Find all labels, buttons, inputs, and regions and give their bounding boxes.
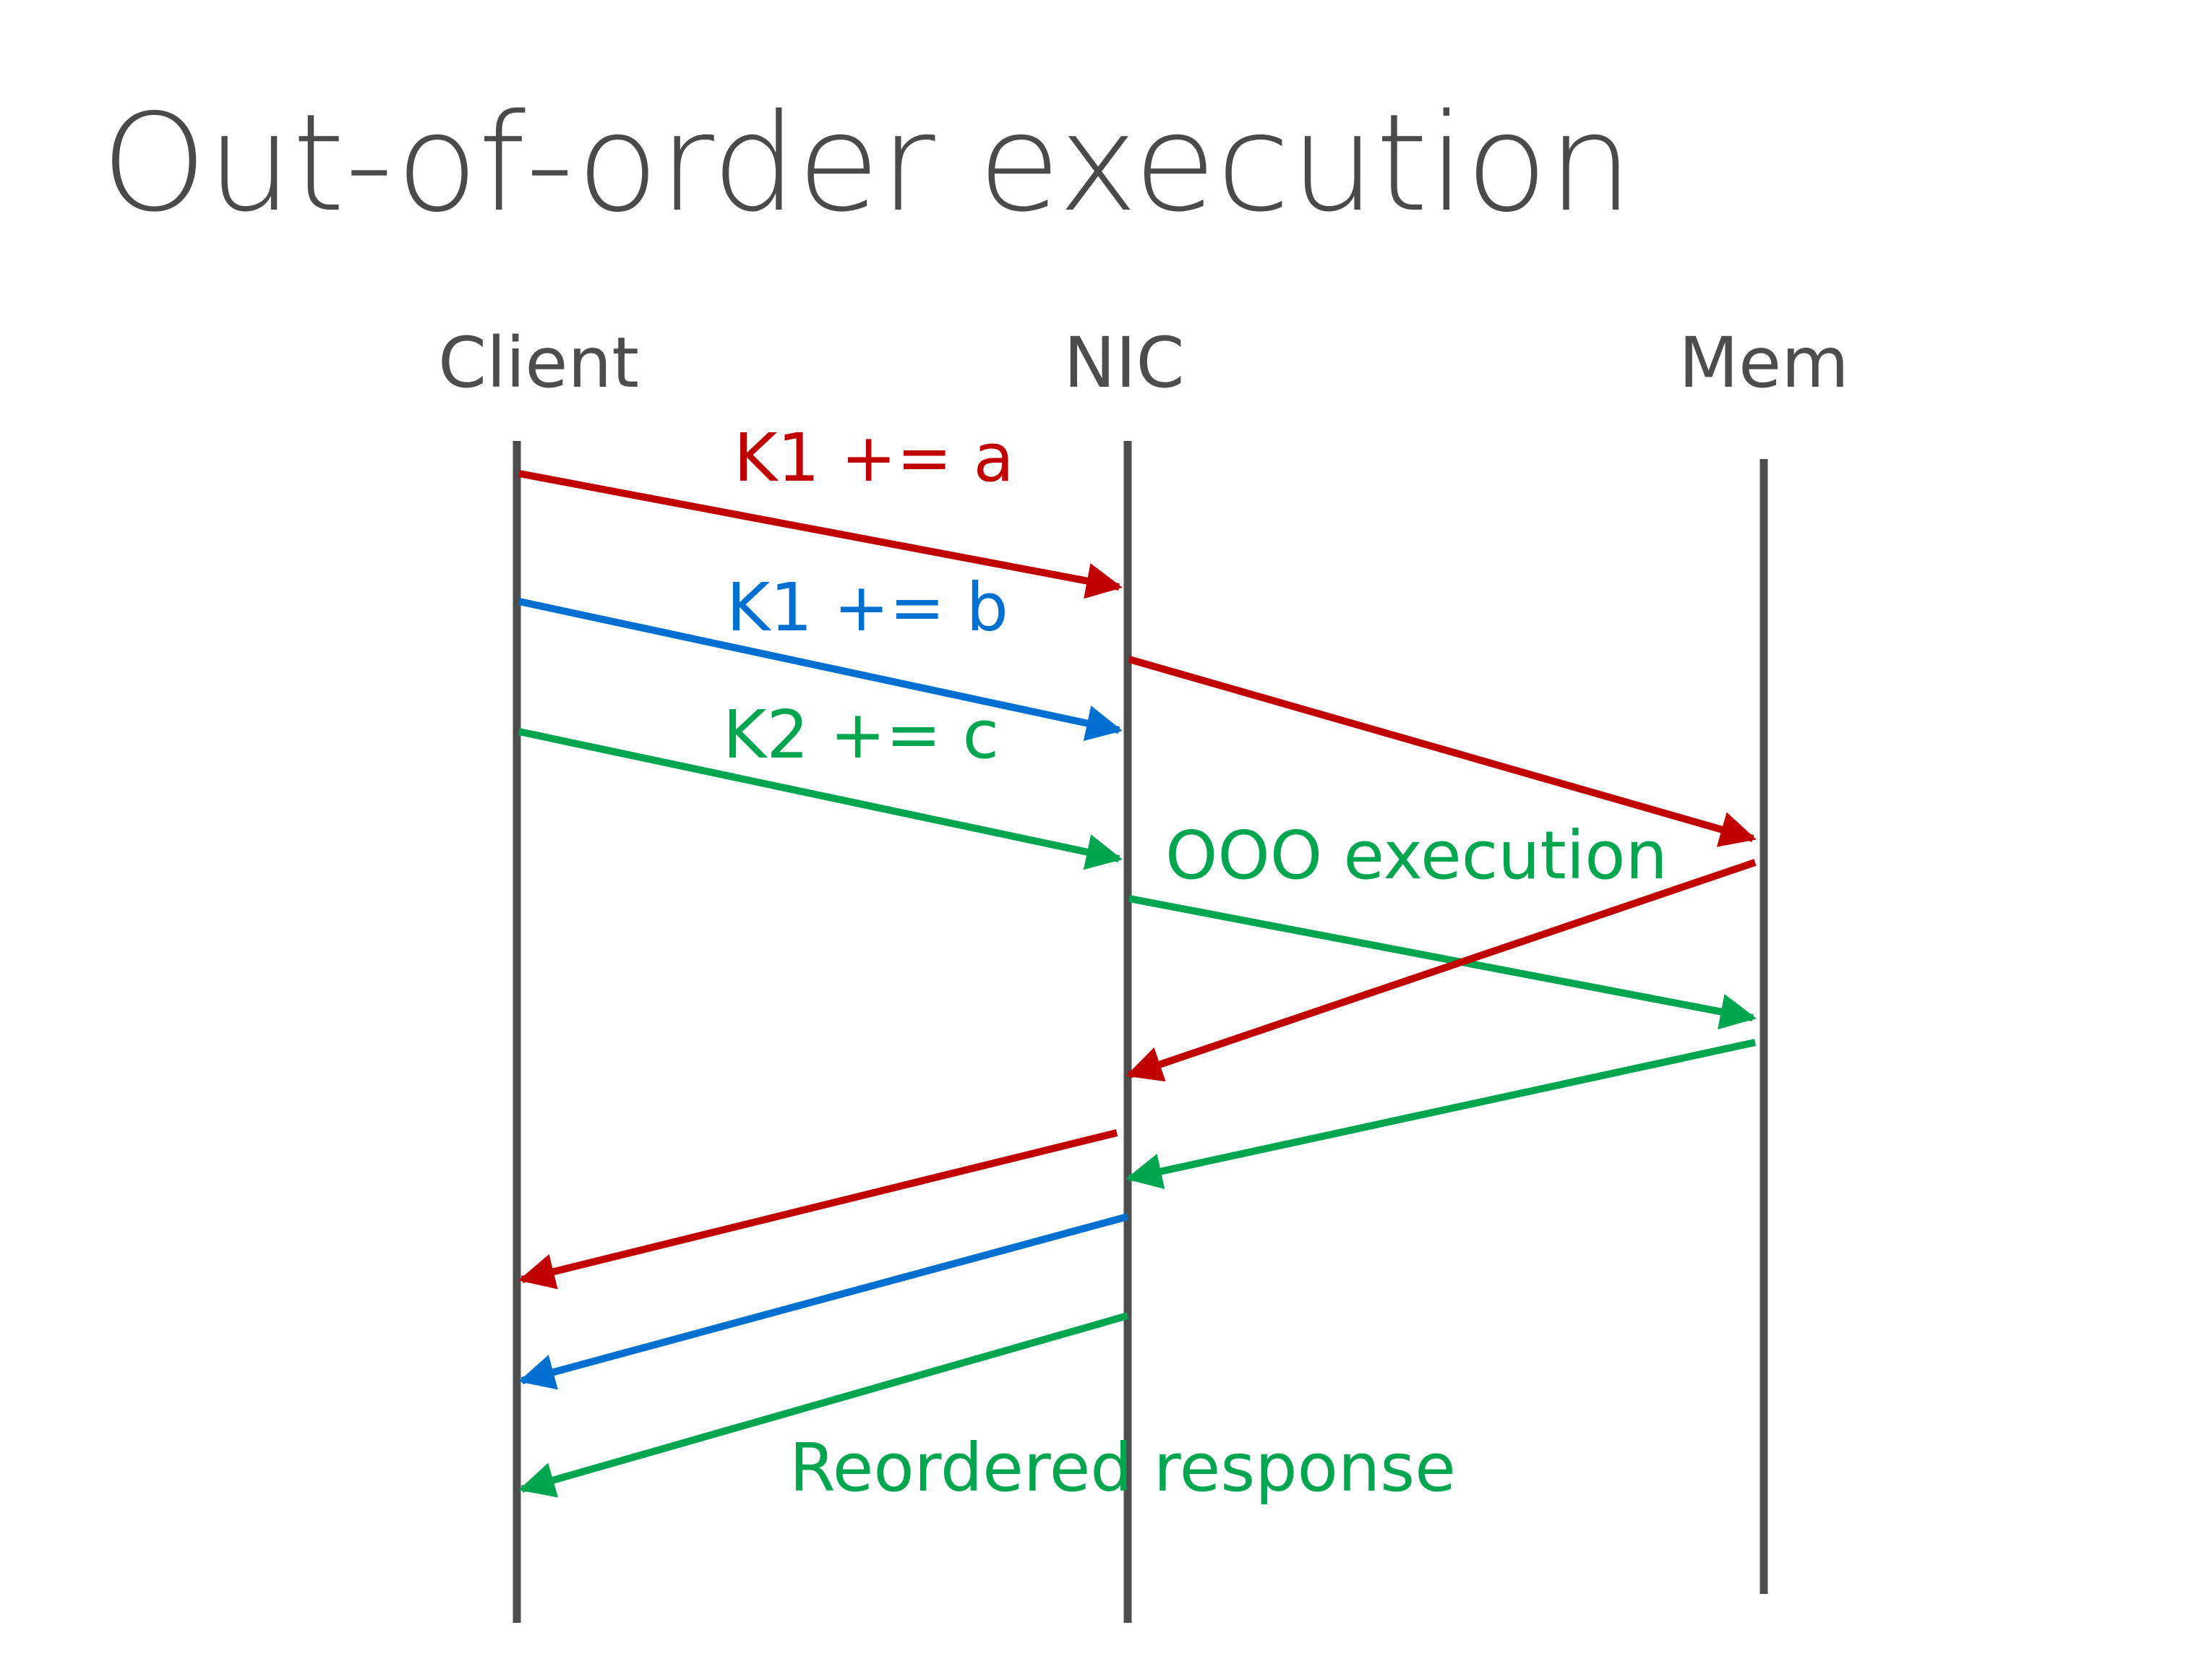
arrow-k1a-nic-to-mem: [1128, 656, 1757, 847]
arrow-k2c-client-to-nic: [518, 728, 1123, 870]
arrow-k1a-mem-to-nic: [1126, 859, 1757, 1082]
arrow-k2c-mem-to-nic: [1126, 1039, 1757, 1189]
arrow-k1a-response: [518, 1129, 1118, 1290]
lane-label-mem: Mem: [1679, 322, 1848, 403]
page-title: Out-of-order execution: [101, 85, 1633, 241]
arrow-k2c-nic-to-mem: [1128, 895, 1757, 1030]
arrow-k2c-response: [518, 1312, 1129, 1498]
annotation-ooo-execution: OOO execution: [1165, 817, 1668, 894]
arrow-k1b-client-to-nic: [518, 598, 1123, 742]
lane-label-client: Client: [438, 322, 639, 403]
lane-label-nic: NIC: [1063, 322, 1184, 403]
label-k1b-request: K1 += b: [726, 569, 1008, 646]
arrow-k1a-client-to-nic: [518, 470, 1123, 599]
annotation-reordered-response: Reordered response: [789, 1429, 1456, 1506]
arrow-k1b-response: [518, 1213, 1129, 1390]
label-k2c-request: K2 += c: [723, 696, 999, 773]
label-k1a-request: K1 += a: [734, 419, 1014, 497]
